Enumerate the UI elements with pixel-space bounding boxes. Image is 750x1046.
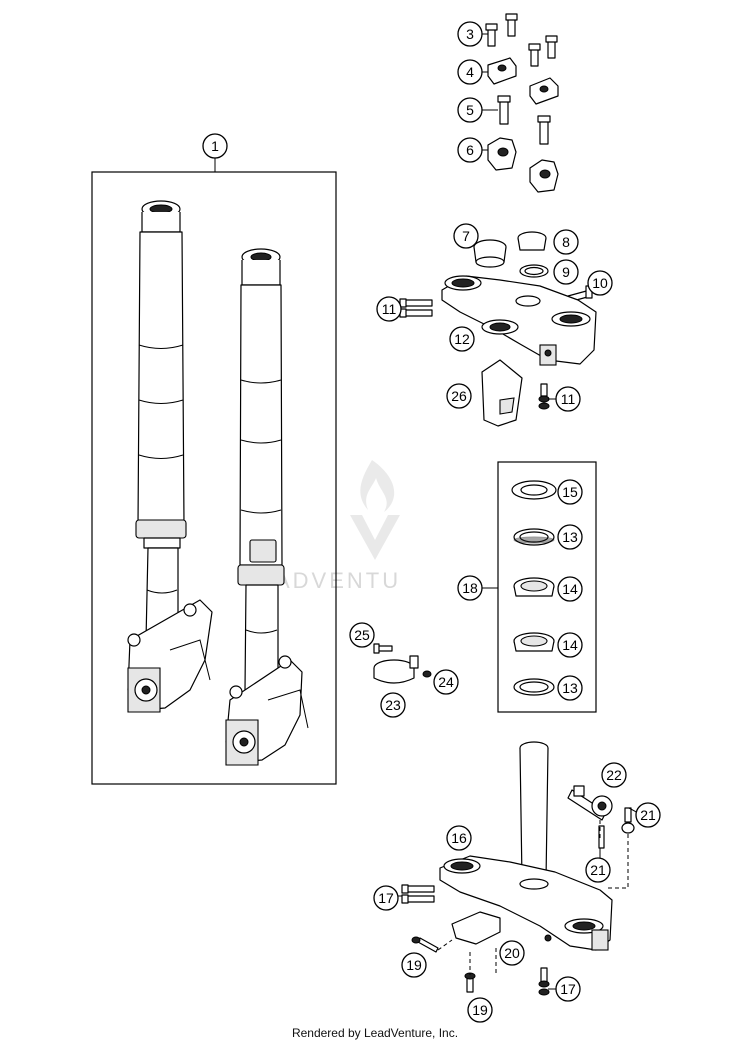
callout-24-label: 24 — [438, 674, 454, 690]
bearing-kit-frame — [497, 461, 597, 713]
callout-4: 4 — [457, 59, 483, 85]
callout-23: 23 — [380, 692, 406, 718]
bolts-21 — [598, 807, 635, 849]
fork-leg-right — [225, 248, 309, 766]
bracket-20 — [451, 911, 501, 945]
callout-5: 5 — [457, 97, 483, 123]
callout-14b: 14 — [557, 632, 583, 658]
callout-22: 22 — [601, 762, 627, 788]
steering-stem-16 — [439, 741, 613, 951]
callout-22-label: 22 — [606, 767, 622, 783]
callout-23-label: 23 — [385, 697, 401, 713]
dashed-guides — [437, 820, 629, 975]
callout-21b-label: 21 — [590, 862, 606, 878]
callout-19b: 19 — [467, 997, 493, 1023]
callout-25: 25 — [349, 622, 375, 648]
callout-24: 24 — [433, 669, 459, 695]
steering-nut-7 — [473, 239, 507, 268]
callout-9: 9 — [553, 259, 579, 285]
callout-13a: 13 — [557, 524, 583, 550]
steering-damper-22 — [567, 785, 613, 821]
callout-21a: 21 — [635, 802, 661, 828]
callout-12-label: 12 — [454, 331, 470, 347]
callout-8: 8 — [553, 229, 579, 255]
callout-13a-label: 13 — [562, 529, 578, 545]
callout-16-label: 16 — [451, 830, 467, 846]
callout-15: 15 — [557, 479, 583, 505]
callout-10: 10 — [587, 270, 613, 296]
callout-14b-label: 14 — [562, 637, 578, 653]
callout-6: 6 — [457, 137, 483, 163]
bolt-17b — [538, 967, 550, 996]
bolts-5 — [497, 95, 551, 145]
callout-19b-label: 19 — [472, 1002, 488, 1018]
callout-19a: 19 — [401, 952, 427, 978]
callout-6-label: 6 — [466, 142, 474, 158]
callout-7-label: 7 — [462, 228, 470, 244]
callout-25-label: 25 — [354, 627, 370, 643]
callout-26-label: 26 — [451, 388, 467, 404]
callout-3-label: 3 — [466, 26, 474, 42]
callout-17a-label: 17 — [378, 890, 394, 906]
callout-11b: 11 — [555, 386, 581, 412]
fork-leg-left — [127, 200, 213, 713]
callout-19a-label: 19 — [406, 957, 422, 973]
callout-26: 26 — [446, 383, 472, 409]
bolts-17a — [401, 884, 435, 904]
callout-17a: 17 — [373, 885, 399, 911]
callout-5-label: 5 — [466, 102, 474, 118]
washer-9 — [519, 264, 549, 278]
clamp-lower-6 — [487, 137, 559, 193]
seal-15 — [511, 480, 557, 500]
bolt-washer-11b — [538, 383, 550, 410]
callout-4-label: 4 — [466, 64, 474, 80]
callout-3: 3 — [457, 21, 483, 47]
bolt-25 — [373, 643, 393, 654]
nut-24 — [422, 670, 432, 678]
bearing-14a — [513, 577, 555, 597]
watermark-logo — [350, 460, 400, 560]
callout-16: 16 — [446, 825, 472, 851]
cover-26 — [481, 359, 523, 427]
callout-11a: 11 — [376, 296, 402, 322]
seal-13b — [513, 678, 555, 696]
callout-14a: 14 — [557, 576, 583, 602]
clamp-23 — [373, 655, 419, 684]
callout-14a-label: 14 — [562, 581, 578, 597]
bolts-11 — [399, 298, 433, 318]
callout-18: 18 — [457, 575, 483, 601]
callout-1: 1 — [202, 133, 228, 159]
callout-13b: 13 — [557, 675, 583, 701]
clamp-upper-4 — [487, 57, 559, 105]
seal-13a — [513, 528, 555, 546]
callout-7: 7 — [453, 223, 479, 249]
cap-8 — [517, 231, 547, 251]
callout-1-label: 1 — [211, 138, 219, 154]
callout-20: 20 — [499, 940, 525, 966]
bolts-19 — [411, 936, 476, 993]
callout-12: 12 — [449, 326, 475, 352]
callout-9-label: 9 — [562, 264, 570, 280]
callout-15-label: 15 — [562, 484, 578, 500]
callout-11b-label: 11 — [561, 391, 576, 407]
bolts-3 — [485, 13, 558, 67]
fork-assembly-frame — [91, 171, 337, 785]
callout-8-label: 8 — [562, 234, 570, 250]
callout-11a-label: 11 — [382, 301, 397, 317]
callout-20-label: 20 — [504, 945, 520, 961]
callout-21a-label: 21 — [640, 807, 656, 823]
bearing-14b — [513, 632, 555, 652]
upper-triple-clamp-12 — [441, 275, 597, 366]
callout-10-label: 10 — [592, 275, 608, 291]
callout-17b-label: 17 — [560, 981, 576, 997]
callout-18-label: 18 — [462, 580, 478, 596]
callout-13b-label: 13 — [562, 680, 578, 696]
footer-credit: Rendered by LeadVenture, Inc. — [291, 1026, 459, 1040]
callout-21b: 21 — [585, 857, 611, 883]
callout-17b: 17 — [555, 976, 581, 1002]
